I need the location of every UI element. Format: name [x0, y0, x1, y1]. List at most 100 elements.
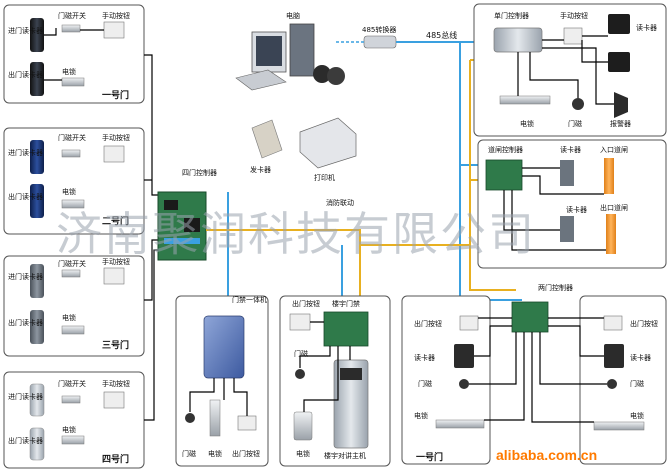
door-name: 四号门 — [102, 453, 129, 465]
reader-icon — [608, 14, 630, 34]
electric-lock-icon — [499, 95, 551, 105]
electric-lock-icon — [593, 421, 645, 431]
door-sensor-label-left: 门磁 — [418, 379, 432, 388]
in-reader-icon — [30, 140, 44, 174]
door-name: 一号门 — [102, 89, 129, 101]
exit-gate-label: 出口道闸 — [600, 203, 628, 212]
door-sensor-label: 门磁开关 — [58, 379, 86, 388]
electric-lock-icon — [61, 325, 85, 335]
building-group: 出门按钮 楼宇门禁 门磁 电锁 楼宇对讲主机 — [279, 295, 391, 467]
reader-label-left: 读卡器 — [414, 353, 435, 362]
single-controller-icon — [493, 27, 543, 53]
lock-label: 电锁 — [62, 313, 76, 322]
in-reader-icon — [30, 264, 44, 298]
in-reader-icon — [30, 18, 44, 52]
electric-lock-icon — [435, 419, 485, 429]
door-sensor-icon — [607, 379, 617, 389]
card-issuer-group: 发卡器 — [250, 119, 283, 174]
out-reader-icon — [30, 62, 44, 96]
door-sensor-icon — [185, 413, 195, 423]
out-reader-label: 出门读卡器 — [8, 436, 43, 445]
computer-label: 电脑 — [286, 11, 300, 20]
exit-button-icon — [459, 315, 479, 331]
reader-label: 读卡器 — [636, 23, 657, 32]
exit-button-label-right: 出门按钮 — [630, 319, 658, 328]
door-sensor-label: 门磁开关 — [58, 259, 86, 268]
converter-label: 485转换器 — [362, 25, 396, 34]
reader-icon — [608, 52, 630, 72]
electric-lock-icon — [209, 399, 221, 437]
out-reader-label: 出门读卡器 — [8, 192, 43, 201]
intercom-screen-icon — [340, 368, 362, 380]
card-issuer-label: 发卡器 — [250, 165, 271, 174]
exit-button-icon — [237, 415, 257, 431]
printer-icon — [299, 117, 357, 169]
chip-icon — [184, 218, 200, 232]
reader-icon — [604, 344, 624, 368]
door-name: 一号门 — [416, 451, 443, 463]
door-sensor-icon — [61, 149, 81, 158]
out-reader-icon — [30, 310, 44, 344]
door-sensor-icon — [572, 98, 584, 110]
manual-button-label: 手动按钮 — [560, 11, 588, 20]
electric-lock-icon — [293, 411, 313, 441]
reader-out-label: 读卡器 — [566, 205, 587, 214]
alarm-icon — [614, 92, 628, 118]
out-reader-icon — [29, 427, 45, 461]
printer-label: 打印机 — [314, 173, 335, 182]
gate-controller-icon — [485, 159, 523, 191]
manual-button-icon — [563, 27, 583, 45]
in-reader-label: 进门读卡器 — [8, 26, 43, 35]
two-door-group: 两门控制器 出门按钮 读卡器 门磁 电锁 一号门 出门按钮 读卡器 门磁 电锁 — [401, 283, 667, 465]
left-wiring — [44, 28, 160, 421]
all-in-one-label: 门禁一体机 — [232, 295, 267, 304]
door-sensor-icon — [61, 269, 81, 278]
manual-button-icon — [103, 21, 125, 39]
building-access-label: 楼宇门禁 — [332, 299, 360, 308]
chip-icon — [164, 200, 178, 210]
exit-button-label-left: 出门按钮 — [414, 319, 442, 328]
card-issuer-icon — [251, 119, 283, 159]
screen-icon — [256, 36, 282, 66]
in-reader-label: 进门读卡器 — [8, 272, 43, 281]
bus-label: 485总线 — [426, 30, 457, 40]
electric-lock-icon — [61, 77, 85, 87]
out-reader-label: 出门读卡器 — [8, 318, 43, 327]
door-sensor-label: 门磁开关 — [58, 133, 86, 142]
four-door-controller: 四门控制器 — [157, 168, 217, 261]
two-door-controller-label: 两门控制器 — [538, 283, 573, 292]
exit-button-icon — [289, 313, 311, 331]
printer-group: 打印机 — [299, 117, 357, 182]
two-door-controller-icon — [511, 301, 549, 333]
pc-tower-icon — [289, 23, 315, 77]
reader-in-label: 读卡器 — [560, 145, 581, 154]
lock-label: 电锁 — [62, 187, 76, 196]
in-reader-label: 进门读卡器 — [8, 392, 43, 401]
out-reader-icon — [30, 184, 44, 218]
gate-group: 道闸控制器 读卡器 入口道闸 读卡器 出口道闸 — [477, 139, 667, 269]
reader-in-icon — [560, 160, 574, 186]
manual-button-label: 手动按钮 — [102, 257, 130, 266]
single-door-group: 单门控制器 手动按钮 读卡器 电锁 门磁 报警器 — [473, 3, 667, 137]
footer-text: alibaba.com.cn — [496, 447, 597, 463]
intercom-host-label: 楼宇对讲主机 — [324, 451, 366, 460]
lock-label: 电锁 — [62, 425, 76, 434]
entry-gate-icon — [604, 158, 614, 194]
manual-button-label: 手动按钮 — [102, 133, 130, 142]
in-reader-icon — [29, 383, 45, 417]
speaker-icon — [327, 67, 345, 85]
exit-button-icon — [603, 315, 623, 331]
door-group-1: 门磁开关 手动按钮 进门读卡器 出门读卡器 电锁 一号门 — [3, 4, 145, 104]
in-reader-label: 进门读卡器 — [8, 148, 43, 157]
keyboard-icon — [235, 69, 287, 91]
lock-label-left: 电锁 — [414, 411, 428, 420]
electric-lock-icon — [61, 435, 85, 445]
all-in-one-group: 门禁一体机 门磁 电锁 出门按钮 — [175, 295, 269, 467]
building-controller-icon — [323, 311, 369, 347]
door-sensor-icon — [61, 395, 81, 404]
gate-frame — [477, 139, 667, 269]
lock-label: 电锁 — [208, 449, 222, 458]
speaker-icon — [313, 65, 331, 83]
lock-label: 电锁 — [62, 67, 76, 76]
